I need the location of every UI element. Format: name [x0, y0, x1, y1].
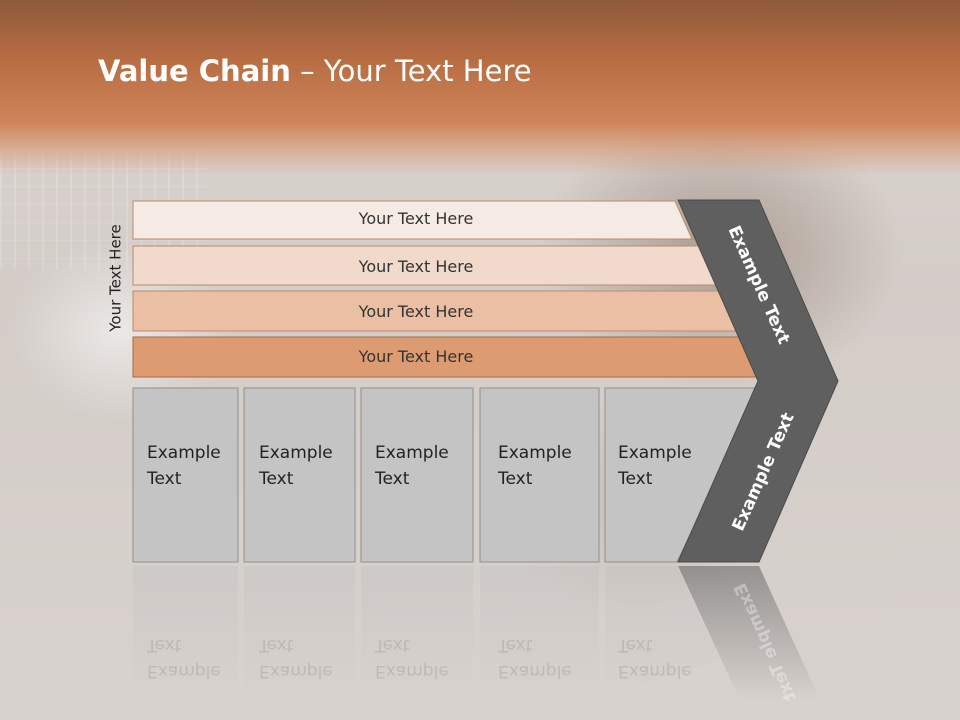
- card-2-reflection-text: Example Text: [259, 632, 333, 684]
- bar-4-label: Your Text Here: [358, 347, 474, 366]
- card-reflection: [480, 566, 599, 696]
- card-4-shape[interactable]: [479, 387, 600, 563]
- card-2-line1: Example: [259, 443, 333, 463]
- reflection-line: Text: [147, 635, 182, 655]
- card-1-line1: Example: [147, 443, 221, 463]
- reflection-line: Text: [259, 635, 294, 655]
- card-3-reflection-text: Example Text: [375, 632, 449, 684]
- card-4-line1: Example: [498, 443, 572, 463]
- card-reflection: [133, 566, 238, 696]
- card-3-shape[interactable]: [360, 387, 474, 563]
- reflection-line: Example: [259, 661, 333, 681]
- bar-1-label: Your Text Here: [358, 209, 474, 228]
- reflection-line: Text: [618, 635, 653, 655]
- card-1-shape[interactable]: [132, 387, 239, 563]
- card-reflection: [361, 566, 473, 696]
- card-2-shape[interactable]: [243, 387, 356, 563]
- slide-title[interactable]: Value Chain – Your Text Here: [98, 54, 532, 88]
- bar-1-shape[interactable]: [132, 200, 693, 240]
- card-3-line2: Text: [375, 469, 410, 489]
- reflection-line: Text: [375, 635, 410, 655]
- title-bold: Value Chain: [98, 54, 291, 88]
- bar-3-label: Your Text Here: [358, 302, 474, 321]
- card-reflection: [605, 566, 720, 696]
- card-reflection: [244, 566, 355, 696]
- card-4-label: Example Text: [498, 440, 572, 492]
- title-rest: – Your Text Here: [290, 54, 532, 88]
- card-1-line2: Text: [147, 469, 182, 489]
- card-5-line1: Example: [618, 443, 692, 463]
- card-2-label: Example Text: [259, 440, 333, 492]
- bar-2-label: Your Text Here: [358, 257, 474, 276]
- reflection-line: Example: [498, 661, 572, 681]
- title-band: [0, 0, 960, 175]
- card-5-shape[interactable]: [604, 387, 761, 563]
- reflection-line: Example: [618, 661, 692, 681]
- card-1-label: Example Text: [147, 440, 221, 492]
- card-5-reflection-text: Example Text: [618, 632, 692, 684]
- card-4-line2: Text: [498, 469, 533, 489]
- card-4-reflection-text: Example Text: [498, 632, 572, 684]
- card-5-line2: Text: [618, 469, 653, 489]
- reflection-line: Text: [498, 635, 533, 655]
- chevron-arrow[interactable]: [677, 199, 839, 563]
- card-3-label: Example Text: [375, 440, 449, 492]
- chevron-reflection: [678, 566, 820, 700]
- card-1-reflection-text: Example Text: [147, 632, 221, 684]
- card-2-line2: Text: [259, 469, 294, 489]
- card-3-line1: Example: [375, 443, 449, 463]
- card-5-label: Example Text: [618, 440, 692, 492]
- reflection-line: Example: [375, 661, 449, 681]
- reflection-line: Example: [147, 661, 221, 681]
